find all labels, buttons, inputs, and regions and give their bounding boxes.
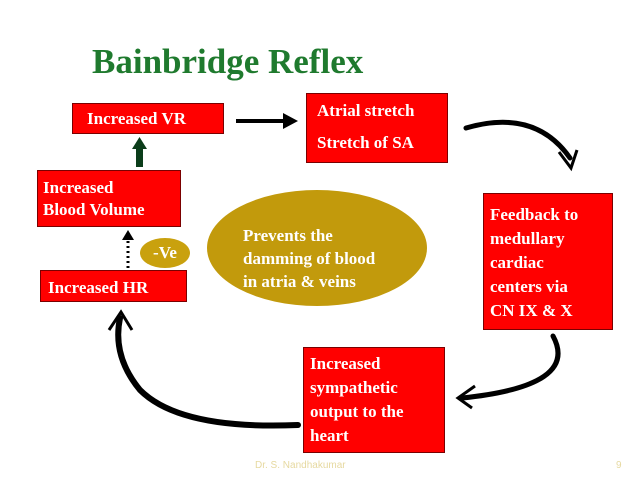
- center-oval: Prevents the damming of blood in atria &…: [207, 190, 427, 306]
- box-text: Blood Volume: [43, 200, 145, 219]
- page-number: 9: [616, 460, 622, 471]
- arrow-atrial-to-feedback: [463, 119, 579, 172]
- box-increased-blood-volume: Increased Blood Volume: [37, 170, 181, 227]
- footer-author: Dr. S. Nandhakumar: [255, 460, 346, 471]
- box-increased-hr: Increased HR: [40, 270, 187, 302]
- box-increased-sympathetic: Increased sympathetic output to the hear…: [303, 347, 445, 453]
- box-text: Increased: [43, 178, 114, 197]
- box-text: medullary: [490, 229, 565, 248]
- negative-feedback-badge: -Ve: [140, 238, 190, 268]
- arrow-hr-to-blood-volume: [122, 230, 134, 268]
- box-text: sympathetic: [310, 378, 398, 397]
- box-text: heart: [310, 426, 349, 445]
- arrow-feedback-to-sympathetic: [455, 333, 561, 410]
- box-text: CN IX & X: [490, 301, 573, 320]
- box-text: Increased HR: [48, 278, 149, 297]
- arrow-blood-volume-to-vr: [132, 137, 147, 167]
- box-text: centers via: [490, 277, 568, 296]
- oval-text: Prevents the: [243, 226, 333, 245]
- box-increased-vr: Increased VR: [72, 103, 224, 134]
- box-text: Feedback to: [490, 205, 579, 224]
- box-text: Increased: [310, 354, 381, 373]
- page-title: Bainbridge Reflex: [92, 42, 364, 81]
- box-text: cardiac: [490, 253, 544, 272]
- box-text: Increased VR: [87, 109, 187, 128]
- arrow-sympathetic-to-hr: [107, 309, 301, 429]
- oval-text: in atria & veins: [243, 272, 356, 291]
- box-text: Atrial stretch: [317, 101, 415, 120]
- box-atrial-stretch: Atrial stretch Stretch of SA: [306, 93, 448, 163]
- arrow-vr-to-atrial: [236, 113, 298, 129]
- box-feedback-medullary: Feedback to medullary cardiac centers vi…: [483, 193, 613, 330]
- box-text: Stretch of SA: [317, 133, 414, 152]
- oval-text: damming of blood: [243, 249, 376, 268]
- box-text: output to the: [310, 402, 404, 421]
